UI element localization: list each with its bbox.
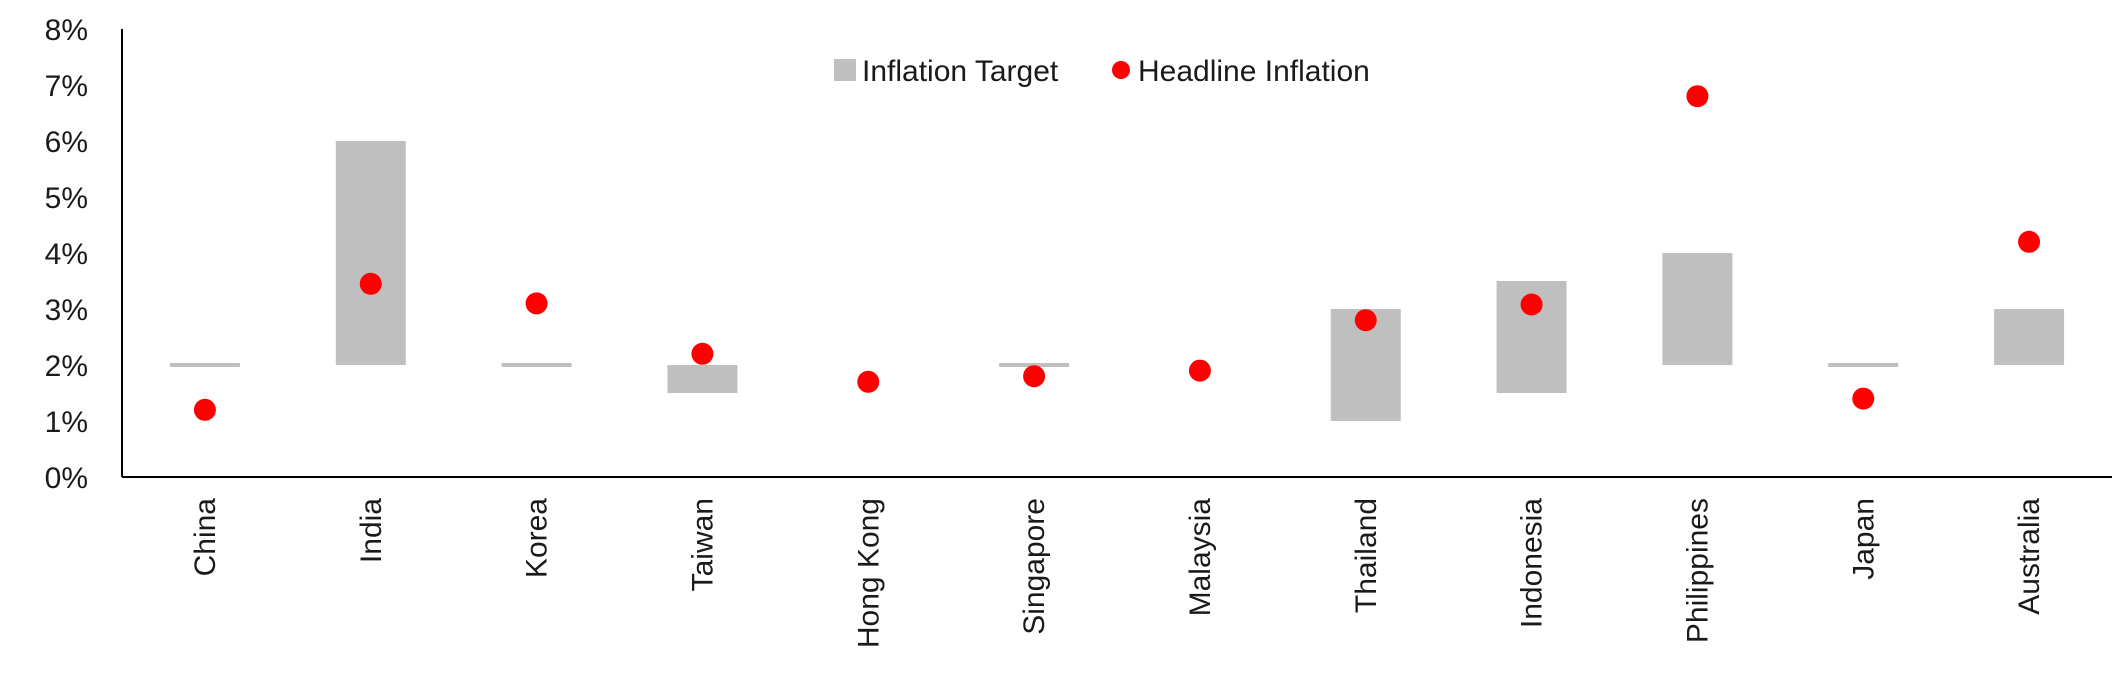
legend-swatch-headline-inflation	[1112, 61, 1130, 79]
headline-point	[1686, 85, 1709, 108]
category-label: Taiwan	[686, 498, 719, 591]
legend-label-headline-inflation: Headline Inflation	[1138, 55, 1370, 88]
target-bar	[1828, 363, 1899, 367]
y-tick-label: 3%	[45, 294, 88, 327]
target-bar	[335, 141, 406, 365]
headline-point	[1354, 309, 1377, 332]
y-tick-label: 5%	[45, 182, 88, 215]
category-label: China	[189, 498, 222, 577]
headline-point	[525, 292, 548, 315]
category-labels: China India Korea Taiwan Hong Kong Singapore M…	[189, 498, 2046, 648]
legend-swatch-inflation-target	[834, 59, 856, 81]
headline-point	[1023, 365, 1046, 388]
headline-point	[1520, 293, 1543, 316]
points-layer	[193, 85, 2041, 421]
category-label: Japan	[1847, 498, 1880, 580]
headline-point	[691, 342, 714, 365]
y-tick-label: 6%	[45, 126, 88, 159]
y-tick-label: 7%	[45, 70, 88, 103]
category-label: Singapore	[1018, 498, 1051, 635]
headline-point	[193, 398, 216, 421]
headline-point	[359, 272, 382, 295]
headline-point	[1188, 359, 1211, 382]
category-label: Korea	[521, 498, 554, 578]
category-label: Thailand	[1350, 498, 1383, 613]
target-bar	[501, 363, 572, 367]
target-bar	[999, 363, 1070, 367]
target-bar	[667, 365, 738, 393]
category-label: Australia	[2013, 498, 2046, 615]
legend-label-inflation-target: Inflation Target	[862, 55, 1059, 88]
bars-layer	[169, 141, 2065, 421]
category-label: India	[355, 498, 388, 563]
target-bar	[169, 363, 240, 367]
category-label: Hong Kong	[852, 498, 885, 648]
y-tick-label: 8%	[45, 14, 88, 47]
category-label: Philippines	[1681, 498, 1714, 643]
target-bar	[1994, 309, 2065, 365]
target-bar	[1662, 253, 1733, 365]
headline-point	[2018, 230, 2041, 253]
y-tick-label: 1%	[45, 406, 88, 439]
y-tick-label: 0%	[45, 462, 88, 495]
y-tick-label: 2%	[45, 350, 88, 383]
category-label: Malaysia	[1184, 498, 1217, 617]
y-tick-label: 4%	[45, 238, 88, 271]
headline-point	[857, 370, 880, 393]
y-tick-labels: 0% 1% 2% 3% 4% 5% 6% 7% 8%	[45, 14, 88, 495]
headline-point	[1852, 387, 1875, 410]
category-label: Indonesia	[1516, 498, 1549, 628]
legend: Inflation Target Headline Inflation	[834, 55, 1370, 88]
